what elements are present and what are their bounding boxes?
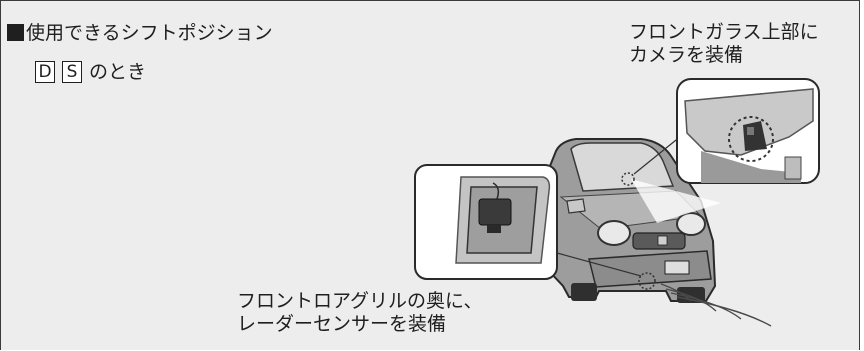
camera-callout-line1: フロントガラス上部に xyxy=(629,21,819,43)
radar-wave-arcs xyxy=(660,283,772,327)
section-heading: 使用できるシフトポジション xyxy=(7,21,273,45)
radar-callout-line1: フロントロアグリルの奥に、 xyxy=(237,290,483,312)
camera-inset xyxy=(676,78,820,184)
radar-location-marker xyxy=(638,272,656,290)
shift-key-s: S xyxy=(62,61,82,83)
heading-text: 使用できるシフトポジション xyxy=(26,22,273,44)
shift-suffix: のとき xyxy=(89,61,147,83)
shift-position-line: D S のとき xyxy=(35,60,146,84)
camera-leader-line xyxy=(633,135,682,175)
camera-location-marker xyxy=(621,172,635,186)
radar-callout: フロントロアグリルの奥に、 レーダーセンサーを装備 xyxy=(237,290,482,336)
radar-callout-line2: レーダーセンサーを装備 xyxy=(237,313,447,335)
camera-view-cone xyxy=(631,179,721,223)
radar-inset xyxy=(414,164,642,280)
shift-key-d: D xyxy=(35,61,55,83)
camera-callout: フロントガラス上部に カメラを装備 xyxy=(629,21,819,67)
camera-callout-line2: カメラを装備 xyxy=(629,44,744,66)
heading-bullet-square xyxy=(7,24,24,41)
